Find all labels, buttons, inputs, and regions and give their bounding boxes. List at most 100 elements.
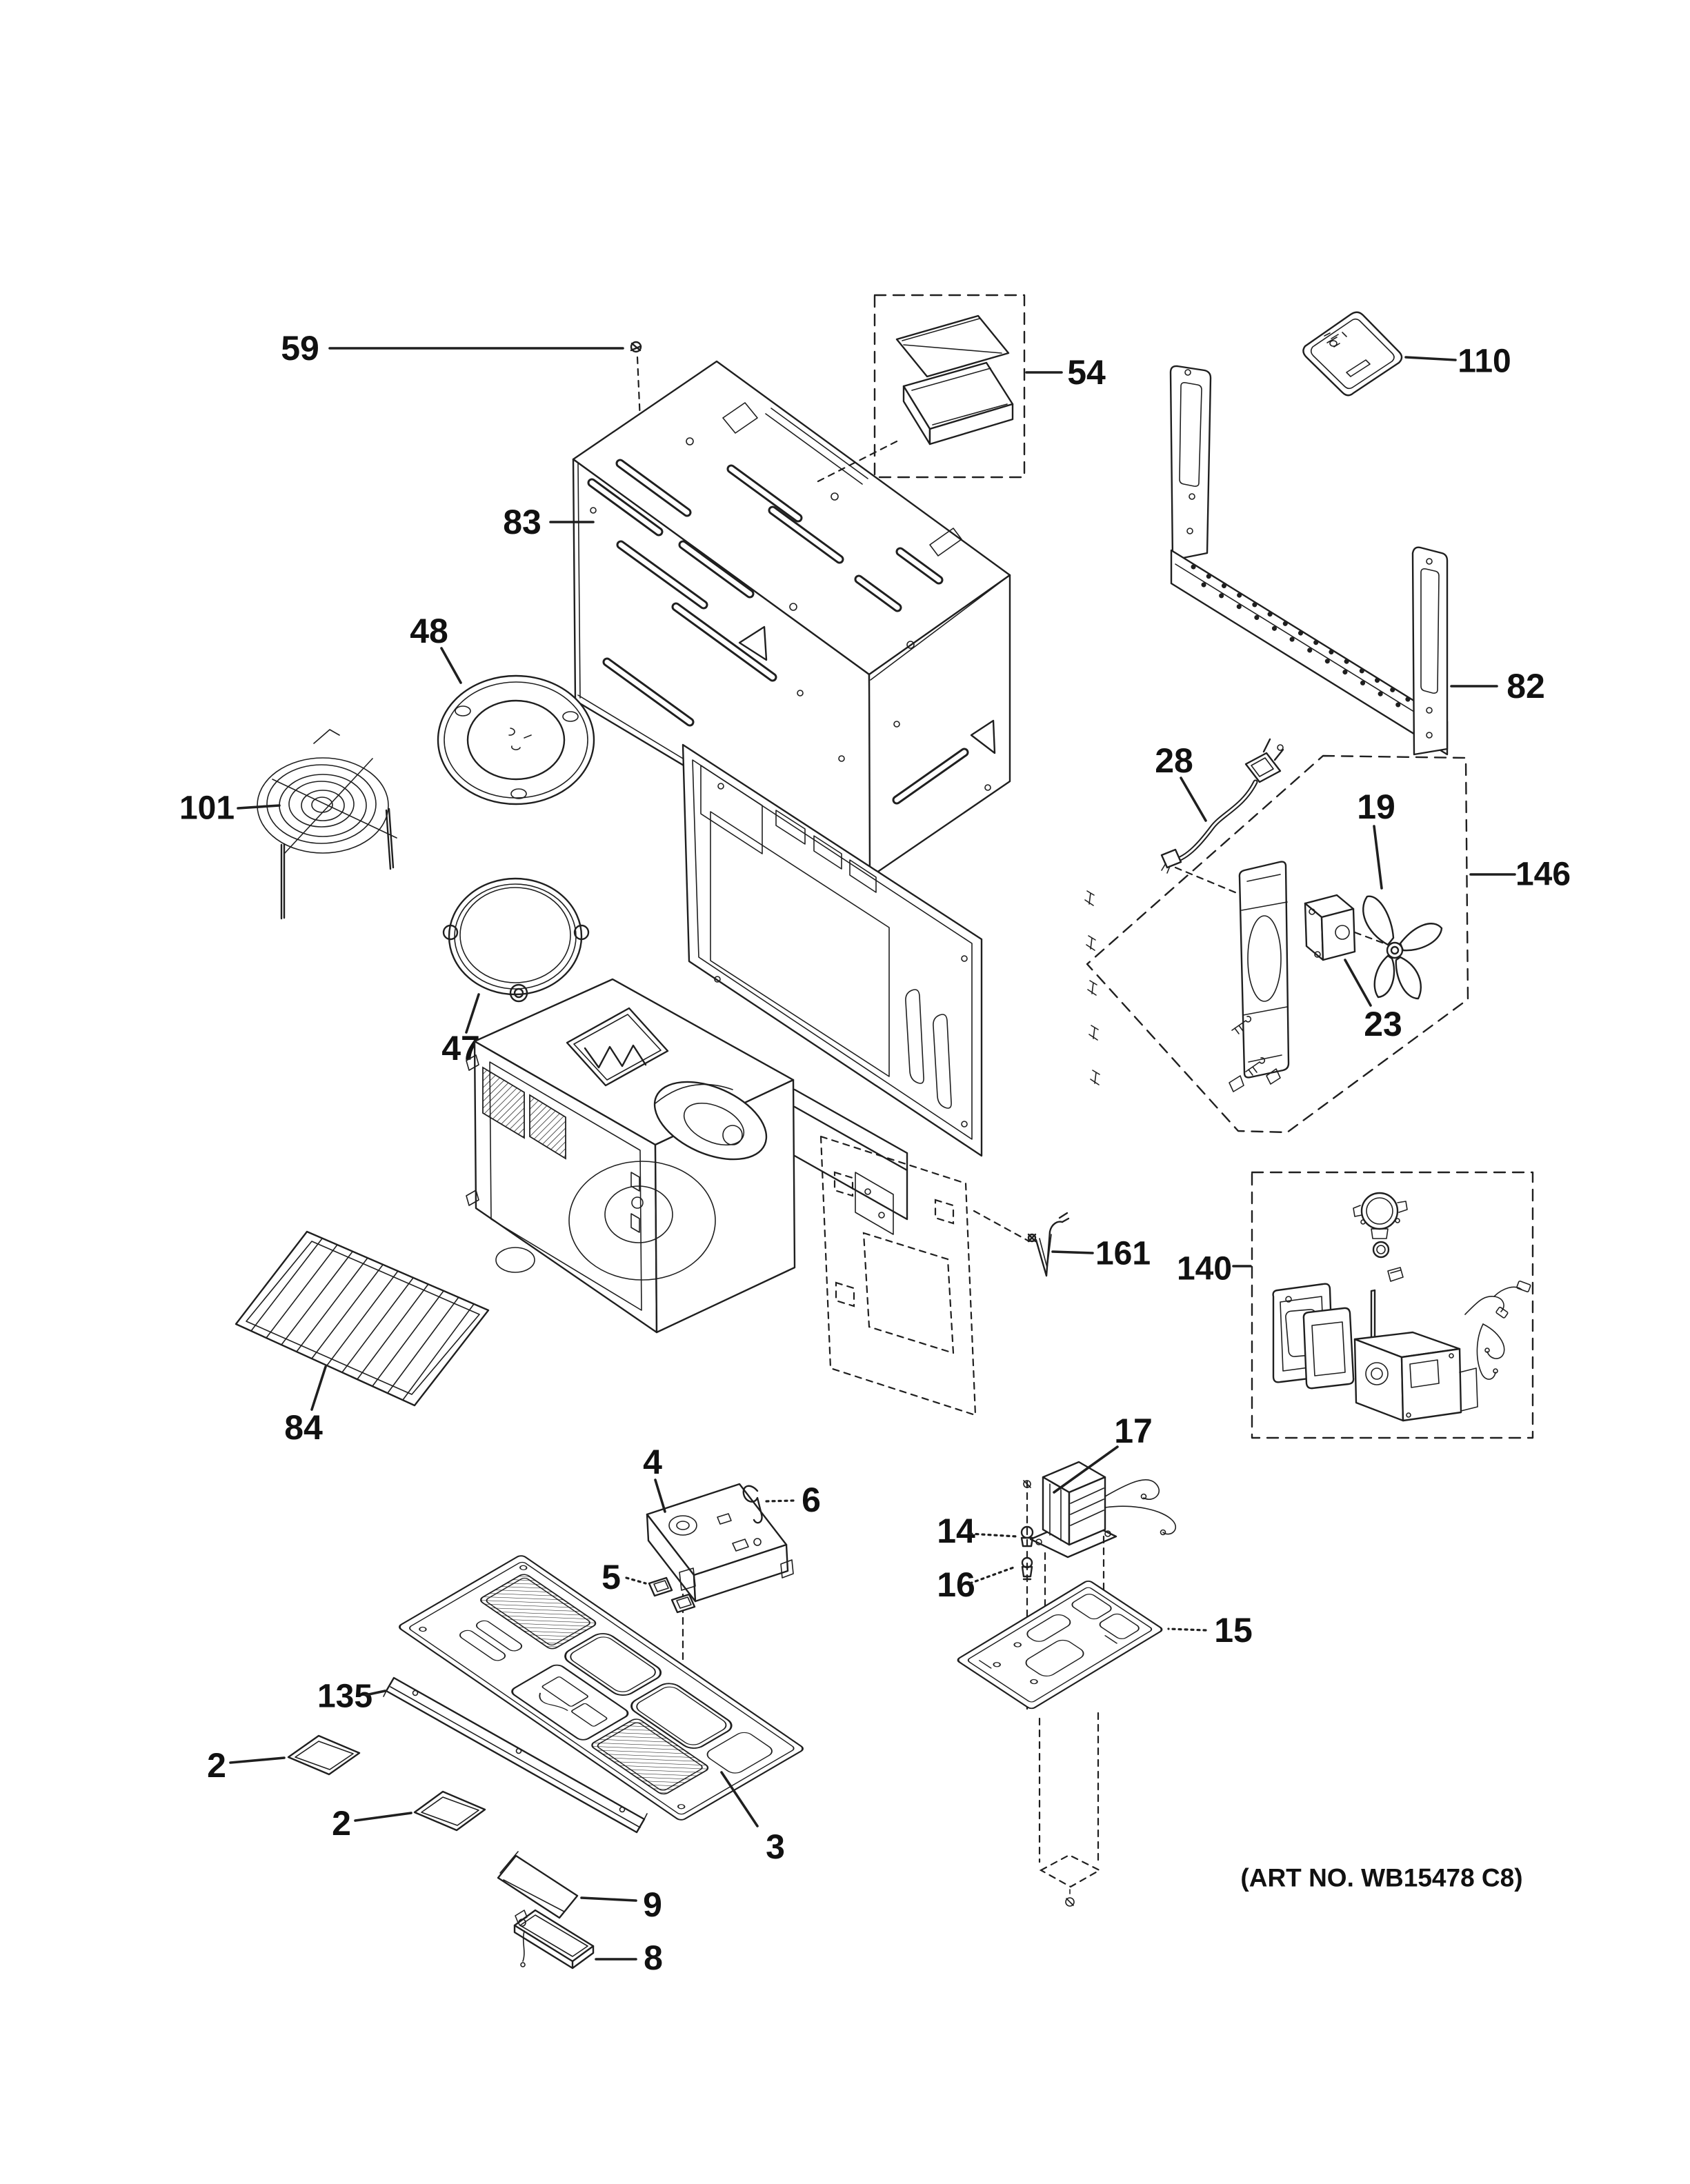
wrapper-gusset-left [738,625,768,661]
part-label-140: 140 [1177,1251,1232,1288]
wrapper-top-slots [587,459,944,612]
part-label-161: 161 [1095,1236,1151,1272]
part-140-lamp-assembly-drawing: 140 [1177,1171,1534,1439]
part-28-power-cord-drawing: 28 [1155,738,1284,874]
leader-84 [310,1365,327,1411]
plate-15-bottom-screw [1065,1889,1075,1907]
wrapper-side-details [590,507,991,805]
part-label-82: 82 [1507,667,1545,705]
leader-19 [1373,825,1383,890]
fan-bracket-drawing [1229,861,1290,1092]
part-label-23: 23 [1364,1005,1402,1043]
part-110-plate-drawing: 110 [1302,311,1511,397]
part-label-16: 16 [937,1565,975,1604]
leader-47 [465,993,480,1034]
part-label-146: 146 [1515,856,1571,893]
part-84-rack-drawing: 84 [235,1230,490,1447]
leader-14 [968,1532,1018,1538]
mounting-panel-outline [819,1135,1031,1416]
leader-5 [625,1576,647,1585]
part-54-vent-duct-drawing: 54 [814,294,1106,484]
screw-59-projection [636,356,642,422]
leader-48 [440,647,462,684]
duct-projection [814,440,898,484]
leader-110 [1404,356,1457,361]
part-label-3: 3 [766,1827,785,1866]
art-number-text: (ART NO. WB15478 C8) [1240,1864,1522,1892]
part-8-lamp-bracket-drawing: 8 [513,1909,663,1977]
lamp-wire-harness-drawing [1464,1280,1531,1380]
part-146-fan-assembly-drawing: 19 146 23 [1086,754,1571,1134]
cavity-vent-hatch-1 [482,1066,525,1139]
part-label-5: 5 [602,1558,621,1596]
part-54-dashed-box [873,294,1026,479]
part-label-9: 9 [643,1885,662,1924]
part-label-28: 28 [1155,741,1193,780]
part-14-bulb-drawing [1020,1525,1034,1547]
leader-23 [1344,959,1372,1007]
rack-wires [250,1238,475,1401]
part-label-6: 6 [802,1481,821,1519]
part-3-base-plate-drawing: 3 [399,1555,804,1866]
part-label-4: 4 [643,1443,662,1481]
part-17-transformer-drawing: 17 [1029,1412,1177,1648]
part-label-54: 54 [1067,353,1106,392]
part-4-lamp-housing-drawing: 4 [643,1443,794,1661]
leader-16 [968,1565,1017,1585]
part-146-dashed-box [1086,754,1469,1134]
part-48-turntable-tray-drawing: 48 [410,612,595,805]
transformer-wires [1104,1479,1177,1536]
part-6-spring-clip-drawing: 6 [742,1481,821,1524]
part-15-mount-plate-drawing: 15 [957,1580,1253,1907]
wrapper-gusset-right [970,719,996,754]
oven-cavity-assembly-drawing [466,978,908,1334]
part-label-47: 47 [441,1029,480,1068]
part-83-wrapper-drawing: 83 [503,360,1011,879]
part-label-19: 19 [1357,788,1395,826]
part-140-dashed-box [1251,1171,1534,1439]
leader-101 [237,804,281,810]
leader-15 [1167,1627,1207,1632]
part-label-2a: 2 [207,1746,226,1785]
bracket-hole-row-2 [1201,582,1441,732]
leader-4 [654,1479,666,1513]
part-5-terminal-drawing: 5 [602,1558,696,1614]
part-16-socket-drawing [1021,1556,1033,1581]
part-label-48: 48 [410,612,448,650]
lamp-housing-drawing [1353,1331,1478,1422]
part-label-59: 59 [281,329,319,368]
part-2-filter-2-drawing: 2 [332,1790,486,1843]
leader-3 [720,1771,759,1827]
part-101-heating-coil-drawing: 101 [179,729,397,920]
blower-assembly-drawing [653,1081,768,1161]
stirrer-motor-drawing [1353,1192,1408,1239]
part-label-15: 15 [1214,1611,1253,1650]
part-label-2b: 2 [332,1804,351,1843]
cavity-vent-hatch-2 [529,1094,566,1160]
part-label-101: 101 [179,790,235,827]
leader-17 [1053,1445,1119,1494]
leader-28 [1180,777,1207,822]
part-2-filter-1-drawing: 2 [207,1734,361,1785]
part-23-fan-motor-drawing [1304,894,1389,961]
part-9-charcoal-filter-drawing: 9 [497,1851,662,1924]
part-47-roller-ring-drawing: 47 [441,877,590,1068]
fan-screws [1231,1015,1266,1076]
wrapper-front-slots [602,540,777,727]
part-label-135: 135 [317,1679,372,1715]
lamp-gasket-drawing [1302,1307,1355,1390]
part-label-83: 83 [503,503,541,541]
back-panel-screws [1084,890,1100,1085]
part-82-mounting-bracket-drawing: 82 [1169,365,1545,756]
part-135-trim-bar-drawing: 135 [317,1676,648,1834]
leader-2a [229,1756,286,1764]
wrapper-top-holes [686,437,915,649]
part-label-8: 8 [644,1938,663,1977]
plate-15-projection-lines [1038,1712,1102,1888]
part-label-110: 110 [1458,343,1511,380]
leader-9 [580,1896,637,1902]
leader-135 [364,1690,386,1696]
part-label-14: 14 [937,1512,975,1550]
leader-2b [354,1812,412,1822]
